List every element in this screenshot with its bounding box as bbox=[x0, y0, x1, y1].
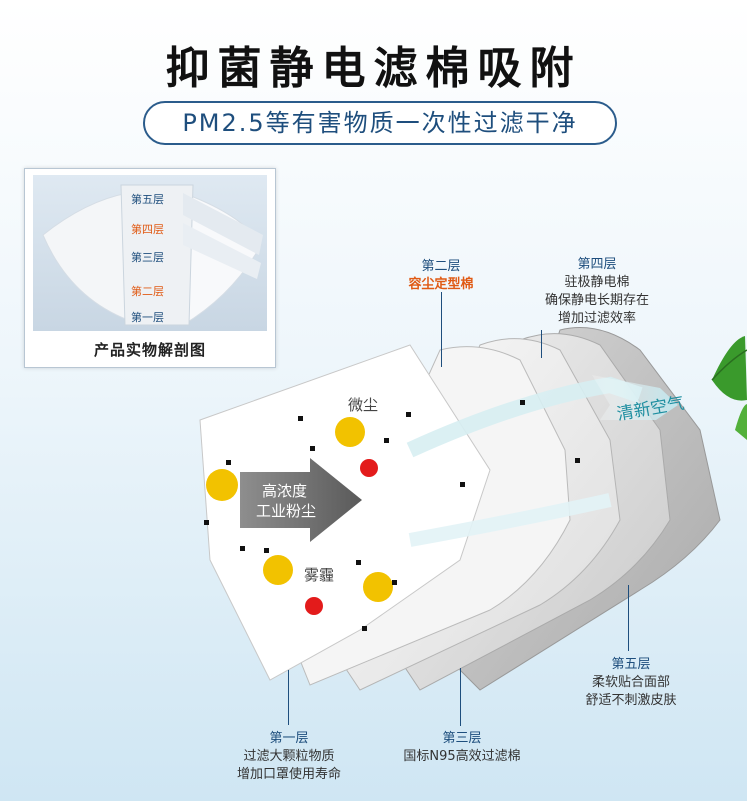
photo-layer-5: 第五层 bbox=[131, 193, 164, 206]
callout-layer5-name: 第五层 bbox=[611, 657, 651, 672]
haze-label: 雾霾 bbox=[304, 566, 334, 584]
clean-air-stream-lower bbox=[408, 493, 612, 547]
product-cutaway-photo: 第五层 第四层 第三层 第二层 第一层 产品实物解剖图 bbox=[24, 168, 276, 368]
black-dot bbox=[310, 446, 315, 451]
page-title: 抑菌静电滤棉吸附 bbox=[165, 43, 582, 94]
photo-layer-1: 第一层 bbox=[131, 311, 164, 324]
yellow-particle bbox=[363, 572, 393, 602]
arrow-text-line2: 工业粉尘 bbox=[256, 502, 316, 520]
callout-layer1-line2: 增加口罩使用寿命 bbox=[236, 767, 341, 782]
dust-arrow bbox=[240, 458, 362, 542]
callout-layer4-line1: 驻极静电棉 bbox=[564, 275, 630, 290]
callout-layer1: 第一层 过滤大颗粒物质 增加口罩使用寿命 bbox=[224, 730, 354, 784]
photo-layer-3: 第三层 bbox=[131, 251, 164, 264]
black-dot bbox=[460, 482, 465, 487]
photo-caption: 产品实物解剖图 bbox=[93, 341, 206, 359]
callout-layer3-line1: 国标N95高效过滤棉 bbox=[403, 749, 521, 764]
clean-air-stream-upper bbox=[406, 376, 643, 458]
photo-layer-2: 第二层 bbox=[131, 285, 164, 298]
callout-layer1-line1: 过滤大颗粒物质 bbox=[243, 749, 335, 764]
callout-layer5: 第五层 柔软贴合面部 舒适不刺激皮肤 bbox=[566, 656, 696, 710]
black-dot bbox=[298, 416, 303, 421]
mask-cutaway-illustration bbox=[42, 184, 263, 326]
callout-layer4-line2: 确保静电长期存在 bbox=[544, 293, 649, 308]
leader-line-layer5 bbox=[628, 585, 629, 651]
subtitle-banner: PM2.5等有害物质一次性过滤干净 bbox=[143, 101, 617, 145]
black-dot bbox=[362, 626, 367, 631]
leader-line-layer4 bbox=[541, 330, 542, 358]
callout-layer2: 第二层 容尘定型棉 bbox=[386, 258, 496, 294]
callout-layer1-name: 第一层 bbox=[269, 731, 309, 746]
photo-image: 第五层 第四层 第三层 第二层 第一层 bbox=[33, 175, 267, 331]
black-dot bbox=[392, 580, 397, 585]
leaf-icon bbox=[711, 336, 747, 440]
black-dot bbox=[406, 412, 411, 417]
black-dot bbox=[226, 460, 231, 465]
red-particle bbox=[305, 597, 323, 615]
black-dot bbox=[384, 438, 389, 443]
callout-layer4-line3: 增加过滤效率 bbox=[557, 311, 636, 326]
callout-layer5-line2: 舒适不刺激皮肤 bbox=[585, 693, 677, 708]
yellow-particle bbox=[335, 417, 365, 447]
leader-line-layer2 bbox=[441, 292, 442, 367]
arrow-text-line1: 高浓度 bbox=[262, 482, 307, 500]
black-dot bbox=[240, 546, 245, 551]
callout-layer5-line1: 柔软贴合面部 bbox=[591, 675, 670, 690]
callout-layer3: 第三层 国标N95高效过滤棉 bbox=[382, 730, 542, 766]
yellow-particle bbox=[263, 555, 293, 585]
callout-layer4: 第四层 驻极静电棉 确保静电长期存在 增加过滤效率 bbox=[522, 256, 672, 328]
callout-layer2-name: 第二层 bbox=[421, 259, 461, 274]
clean-air-arrow bbox=[592, 375, 678, 420]
yellow-particle bbox=[206, 469, 238, 501]
callout-layer3-name: 第三层 bbox=[442, 731, 482, 746]
red-particle bbox=[360, 459, 378, 477]
black-dot bbox=[204, 520, 209, 525]
callout-layer2-line1: 容尘定型棉 bbox=[408, 277, 474, 292]
black-dot bbox=[356, 560, 361, 565]
leader-line-layer3 bbox=[460, 668, 461, 726]
callout-layer4-name: 第四层 bbox=[577, 257, 617, 272]
photo-layer-4: 第四层 bbox=[131, 223, 164, 236]
black-dot bbox=[520, 400, 525, 405]
micro-dust-label: 微尘 bbox=[348, 396, 378, 414]
black-dot bbox=[264, 548, 269, 553]
leader-line-layer1 bbox=[288, 670, 289, 725]
black-dot bbox=[575, 458, 580, 463]
